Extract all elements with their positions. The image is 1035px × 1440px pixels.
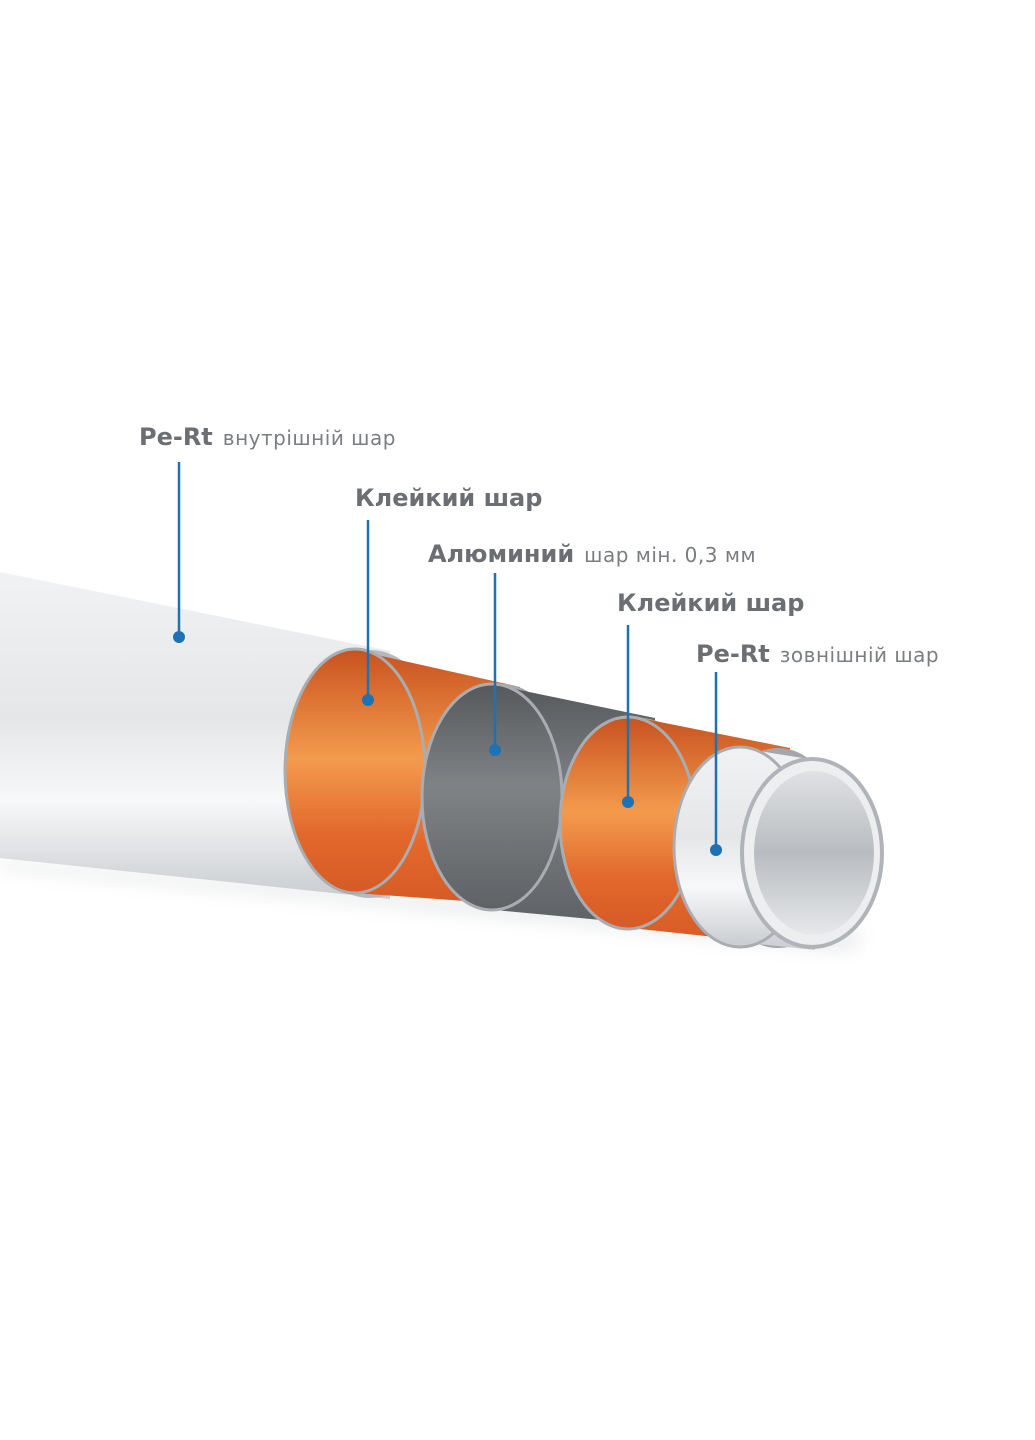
pointer-adhesive-2 — [622, 625, 634, 808]
label-adhesive-2: Клейкий шар — [617, 589, 804, 617]
label-aluminium-desc: шар мін. 0,3 мм — [584, 543, 757, 567]
label-inner-name: Pe-Rt — [139, 423, 213, 451]
label-adhesive-1-name: Клейкий шар — [355, 484, 543, 512]
label-outer-desc: зовнішній шар — [779, 643, 940, 667]
inner-pert-segment — [672, 745, 884, 950]
label-inner-pert: Pe-Rt внутрішній шар — [139, 423, 396, 451]
label-outer-pert: Pe-Rt зовнішній шар — [696, 640, 939, 668]
label-aluminium: Алюминий шар мін. 0,3 мм — [428, 540, 756, 568]
label-adhesive-1: Клейкий шар — [355, 484, 542, 512]
label-outer-name: Pe-Rt — [696, 640, 770, 668]
label-inner-desc: внутрішній шар — [222, 426, 396, 450]
pointer-adhesive-1 — [362, 520, 374, 706]
label-adhesive-2-name: Клейкий шар — [617, 589, 805, 617]
pointer-aluminium — [489, 573, 501, 756]
pointer-outer — [710, 672, 722, 856]
pointer-inner — [173, 462, 185, 643]
label-aluminium-name: Алюминий — [428, 540, 575, 568]
